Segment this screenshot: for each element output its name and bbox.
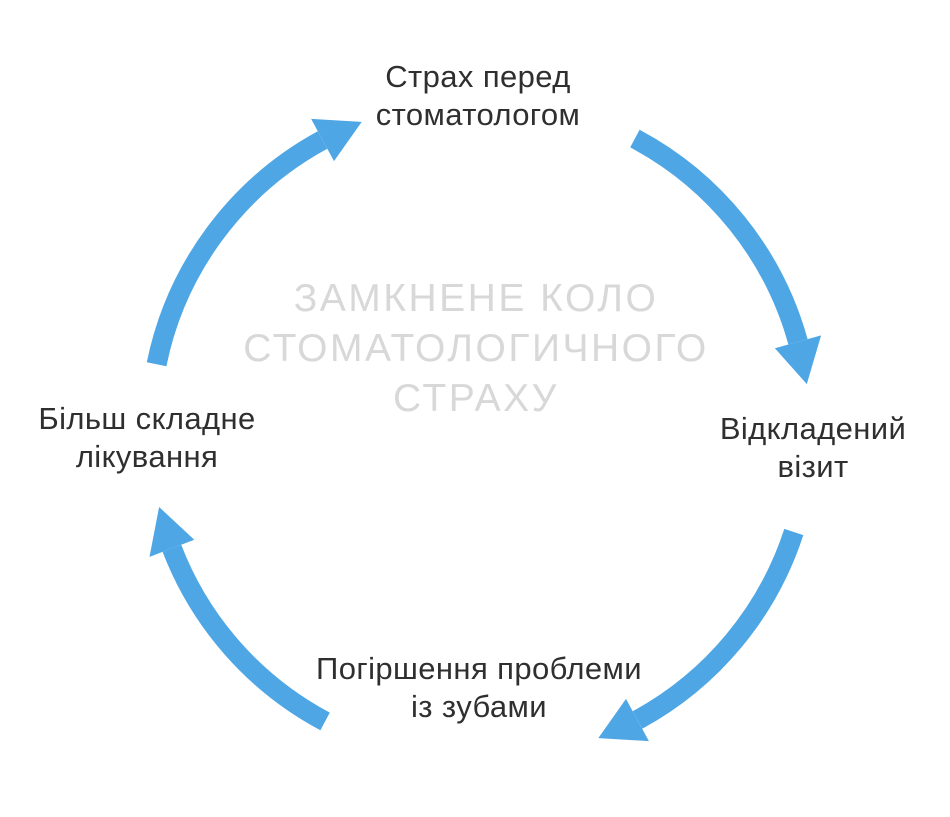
arrow-shaft	[630, 129, 808, 345]
arrow-left-to-top	[146, 118, 362, 367]
node-postponed-visit: Відкладений візит	[719, 411, 907, 484]
arrow-shaft	[162, 544, 330, 731]
node-more-complex-treatment: Більш складне лікування	[38, 401, 256, 474]
diagram-center-title: ЗАМКНЕНЕ КОЛО СТОМАТОЛОГИЧНОГО СТРАХУ	[243, 277, 709, 420]
arrow-shaft	[146, 131, 328, 367]
node-fear-of-dentist: Страх перед стоматологом	[375, 59, 581, 132]
arrow-right-to-bottom	[598, 528, 804, 742]
node-worsening-dental-problem: Погіршення проблеми із зубами	[316, 651, 642, 724]
arrow-bottom-to-left	[149, 507, 330, 731]
arrowhead-icon	[598, 698, 649, 742]
arrowhead-icon	[311, 118, 362, 162]
arrowhead-icon	[774, 335, 822, 385]
arrow-top-to-right	[630, 129, 822, 385]
arrow-shaft	[632, 528, 804, 729]
arrowhead-icon	[149, 507, 195, 557]
